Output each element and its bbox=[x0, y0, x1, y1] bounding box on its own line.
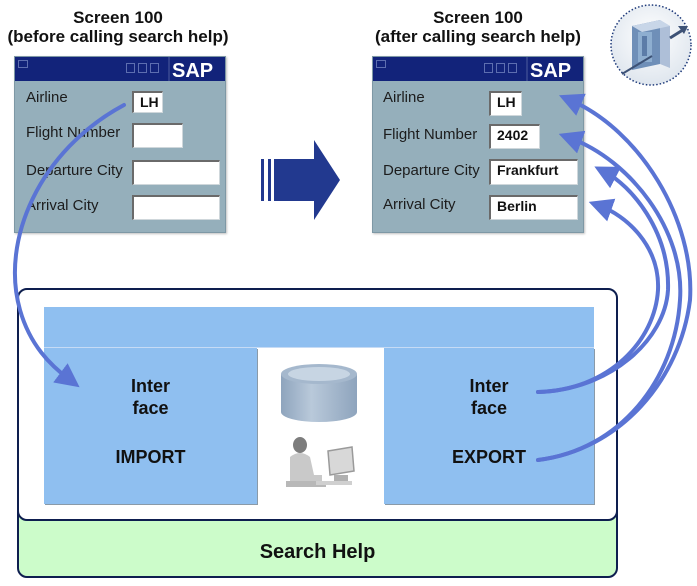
field-label-airline: Airline bbox=[383, 89, 425, 106]
left-screen-title-line1: Screen 100 bbox=[73, 8, 163, 27]
departure-city-input[interactable] bbox=[132, 160, 220, 185]
sap-logo-text: SAP bbox=[172, 60, 213, 81]
function-module-interface-icon bbox=[610, 4, 692, 86]
field-label-departure-city: Departure City bbox=[383, 162, 480, 179]
import-label: IMPORT bbox=[115, 447, 186, 467]
user-at-computer-icon bbox=[286, 437, 355, 487]
field-label-flight-number: Flight Number bbox=[26, 124, 121, 141]
right-screen: SAP Airline LH Flight Number 2402 Depart… bbox=[372, 56, 584, 233]
departure-city-input[interactable]: Frankfurt bbox=[489, 159, 578, 185]
export-interface: Inter face EXPORT bbox=[384, 348, 594, 504]
field-label-arrival-city: Arrival City bbox=[383, 196, 456, 213]
airline-input[interactable]: LH bbox=[489, 91, 522, 116]
field-label-flight-number: Flight Number bbox=[383, 126, 478, 143]
sap-logo-text: SAP bbox=[530, 60, 571, 81]
export-interface-title: Inter face bbox=[384, 375, 594, 419]
left-screen-title: Screen 100 (before calling search help) bbox=[0, 8, 236, 46]
field-label-arrival-city: Arrival City bbox=[26, 197, 99, 214]
import-interface-title: Inter face bbox=[44, 375, 257, 419]
right-screen-title-line1: Screen 100 bbox=[433, 8, 523, 27]
left-screen: SAP Airline LH Flight Number Departure C… bbox=[14, 56, 226, 233]
right-screen-title: Screen 100 (after calling search help) bbox=[358, 8, 598, 46]
window-controls bbox=[484, 63, 517, 73]
interface-header-band bbox=[44, 307, 594, 348]
close-icon[interactable] bbox=[508, 63, 517, 73]
import-interface: Inter face IMPORT bbox=[44, 348, 257, 504]
export-interface-line1: Inter bbox=[469, 376, 509, 396]
minimize-icon[interactable] bbox=[126, 63, 135, 73]
field-label-departure-city: Departure City bbox=[26, 162, 123, 179]
arrival-city-input[interactable]: Berlin bbox=[489, 195, 578, 220]
sap-titlebar: SAP bbox=[373, 57, 583, 81]
export-label: EXPORT bbox=[451, 447, 526, 467]
airline-input[interactable]: LH bbox=[132, 91, 163, 113]
arrival-city-input[interactable] bbox=[132, 195, 220, 220]
left-screen-title-line2: (before calling search help) bbox=[7, 27, 229, 46]
maximize-icon[interactable] bbox=[496, 63, 505, 73]
flight-number-input[interactable]: 2402 bbox=[489, 124, 540, 149]
close-icon[interactable] bbox=[150, 63, 159, 73]
right-screen-title-line2: (after calling search help) bbox=[375, 27, 581, 46]
database-icon bbox=[281, 364, 357, 422]
flight-number-input[interactable] bbox=[132, 123, 183, 148]
maximize-icon[interactable] bbox=[138, 63, 147, 73]
export-interface-line2: face bbox=[470, 398, 508, 418]
menu-icon bbox=[18, 60, 28, 68]
import-interface-line1: Inter bbox=[130, 376, 170, 396]
sap-logo: SAP bbox=[525, 57, 583, 81]
field-label-airline: Airline bbox=[26, 89, 68, 106]
window-controls bbox=[126, 63, 159, 73]
minimize-icon[interactable] bbox=[484, 63, 493, 73]
sap-logo: SAP bbox=[167, 57, 225, 81]
menu-icon bbox=[376, 60, 386, 68]
search-help-label: Search Help bbox=[259, 541, 376, 563]
sap-titlebar: SAP bbox=[15, 57, 225, 81]
right-arrow-icon bbox=[261, 140, 340, 220]
import-interface-line2: face bbox=[132, 398, 169, 418]
